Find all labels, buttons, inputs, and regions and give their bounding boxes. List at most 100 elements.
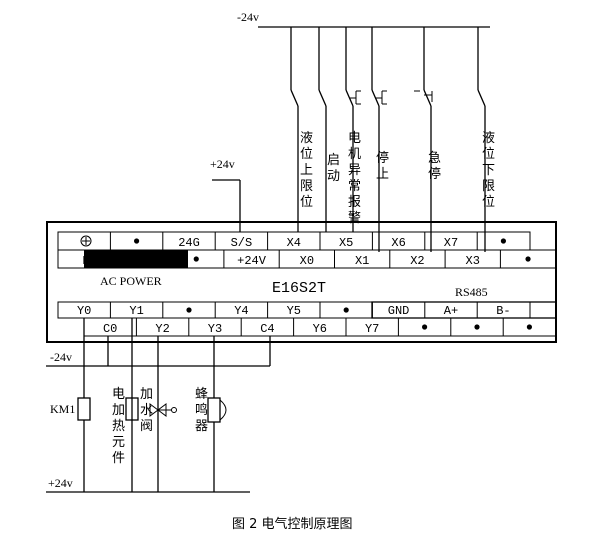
km1-coil — [77, 397, 91, 421]
heater-element — [125, 397, 139, 421]
terminal-dot — [525, 256, 531, 262]
top-supply-label: -24v — [237, 10, 259, 24]
second-terminal-cells: L N +24V X0 X1 X2 X3 — [82, 250, 531, 268]
terminal-label: Y3 — [208, 322, 222, 336]
terminal-label: Y0 — [77, 304, 91, 318]
input-terminal-cells: 24G S/S X4 X5 X6 X7 — [109, 232, 506, 250]
second-terminal-row — [57, 249, 557, 269]
valve-label-char: 阀 — [140, 419, 153, 434]
heater-label-char: 元 — [112, 435, 125, 450]
buzzer-label-char: 蜂 — [195, 387, 208, 402]
switch-label-char: 动 — [327, 169, 340, 184]
switch-label-char: 位 — [482, 147, 495, 162]
plc-body — [46, 221, 557, 343]
terminal-label: GND — [388, 304, 410, 318]
terminal-label: X5 — [339, 236, 353, 250]
ac-power-label: AC POWER — [100, 274, 162, 288]
terminal-label: S/S — [231, 236, 253, 250]
terminal-label: X0 — [300, 254, 314, 268]
terminal-dot — [134, 238, 140, 244]
buzzer-label-char: 器 — [195, 419, 208, 434]
switch-label-char: 限 — [482, 179, 495, 194]
output-upper-cells: Y0 Y1 Y4 Y5 GND A+ B- — [77, 301, 557, 319]
terminal-label: X6 — [391, 236, 405, 250]
switch-label: 停止 — [376, 150, 389, 182]
ground-icon — [80, 235, 92, 247]
plc-model-label: E16S2T — [272, 280, 326, 297]
valve-label-char: 水 — [140, 403, 153, 418]
load-wires — [83, 318, 215, 492]
terminal-label: Y7 — [365, 322, 379, 336]
terminal-label: B- — [496, 304, 510, 318]
switch-label: 急停 — [428, 151, 441, 182]
terminal-label: X7 — [444, 236, 458, 250]
switch-label-char: 异 — [348, 163, 361, 178]
km1-label: KM1 — [50, 402, 75, 416]
terminal-label: Y5 — [287, 304, 301, 318]
switch-label-char: 位 — [300, 147, 313, 162]
switch-label-char: 机 — [348, 147, 361, 162]
plus24-bottom-label: +24v — [48, 476, 73, 490]
heater-label-char: 热 — [112, 419, 125, 434]
switch-label-char: 启 — [327, 153, 340, 168]
terminal-dot — [500, 238, 506, 244]
switch-label-char: 液 — [300, 131, 313, 146]
terminal-label: Y6 — [313, 322, 327, 336]
buzzer-label-char: 鸣 — [195, 402, 208, 418]
terminal-label: X1 — [355, 254, 369, 268]
plus24-label: +24v — [210, 157, 235, 171]
terminal-label: 24G — [178, 236, 200, 250]
terminal-dot — [526, 324, 533, 330]
terminal-dot — [422, 324, 428, 330]
switch-label-char: 停 — [376, 150, 389, 166]
rs485-label: RS485 — [455, 285, 488, 299]
switch-label-char: 下 — [482, 163, 495, 178]
output-lower-cells: C0 Y2 Y3 C4 Y6 Y7 — [103, 318, 533, 336]
switch-label-char: 位 — [482, 195, 495, 210]
terminal-label: +24V — [237, 254, 267, 268]
terminal-label: A+ — [444, 304, 458, 318]
switch-label-char: 急 — [428, 151, 441, 166]
heater-label-char: 电 — [112, 387, 125, 402]
switch-label-char: 停 — [428, 166, 441, 182]
terminal-dot — [186, 307, 192, 313]
buzzer-icon — [207, 397, 227, 492]
terminal-label: Y2 — [155, 322, 169, 336]
valve-icon — [149, 403, 177, 417]
terminal-label: C4 — [260, 322, 274, 336]
terminal-dot — [474, 324, 480, 330]
switch-label-char: 位 — [300, 195, 313, 210]
switch-label-char: 上 — [300, 163, 313, 178]
terminal-label: N — [137, 254, 144, 268]
terminal-dot — [193, 256, 199, 262]
switch-label-char: 常 — [348, 179, 361, 194]
terminal-label: X3 — [466, 254, 480, 268]
neg24-left-label: -24v — [50, 350, 72, 364]
figure-caption: 图 2 电气控制原理图 — [232, 516, 353, 532]
terminal-label: C0 — [103, 322, 117, 336]
switch-wires — [290, 27, 486, 252]
switch-label-char: 报 — [348, 195, 361, 210]
valve-label-char: 加 — [140, 387, 153, 402]
power-terminal-block — [84, 250, 188, 268]
switch-label-char: 警 — [348, 210, 361, 226]
switch-label-char: 止 — [376, 167, 389, 182]
switch-label-char: 电 — [348, 131, 361, 146]
switch-label: 启动 — [327, 153, 340, 184]
terminal-label: Y4 — [234, 304, 248, 318]
terminal-label: L — [82, 254, 89, 268]
heater-label-char: 件 — [112, 451, 125, 466]
switch-label-char: 限 — [300, 179, 313, 194]
heater-label-char: 加 — [112, 403, 125, 418]
terminal-label: Y1 — [129, 304, 143, 318]
terminal-label: X4 — [287, 236, 301, 250]
terminal-label: X2 — [410, 254, 424, 268]
terminal-dot — [343, 307, 349, 313]
switch-label-char: 液 — [482, 131, 495, 146]
